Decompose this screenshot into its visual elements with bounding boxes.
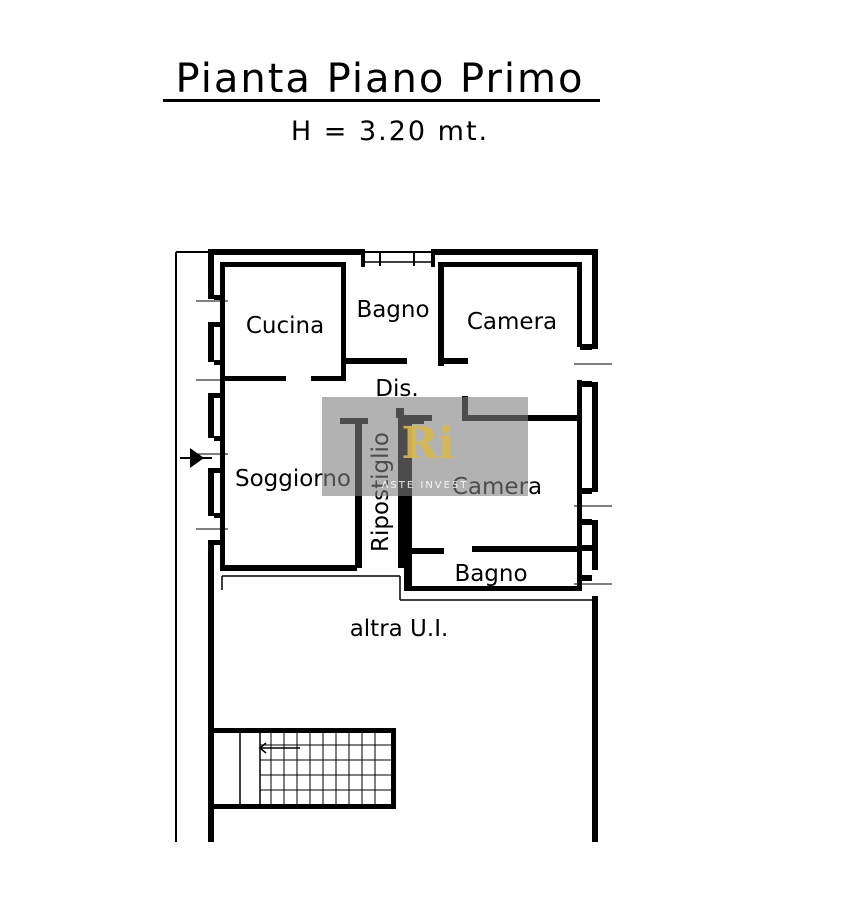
title-underline	[163, 99, 600, 102]
watermark: Ri ASTE INVEST	[322, 397, 528, 496]
exterior-walls	[196, 249, 612, 842]
room-label-bagno-top: Bagno	[356, 297, 429, 323]
staircase	[210, 728, 396, 809]
ceiling-height: H = 3.20 mt.	[291, 116, 489, 147]
site-boundary	[175, 251, 210, 842]
room-label-camera-top: Camera	[467, 309, 557, 335]
room-label-altra-ui: altra U.I.	[350, 616, 449, 642]
entrance-arrow-icon	[180, 448, 212, 468]
watermark-logo: Ri	[401, 418, 454, 469]
room-label-cucina: Cucina	[246, 313, 324, 339]
watermark-text: ASTE INVEST	[382, 480, 469, 491]
plan-title: Pianta Piano Primo	[176, 56, 585, 102]
room-label-bagno-bottom: Bagno	[454, 561, 527, 587]
